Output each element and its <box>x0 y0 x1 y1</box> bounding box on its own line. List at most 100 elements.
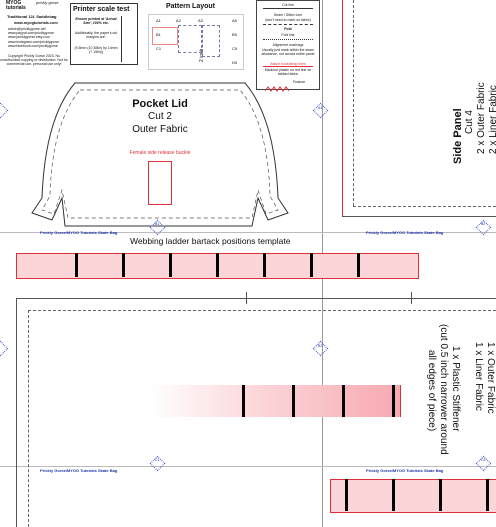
bartack-mark <box>263 253 266 277</box>
scale-test-ensure: Ensure printed at 'Actual Size', 100% et… <box>75 17 117 26</box>
base-panel-stiffener-note: (cut 0.5 inch narrower around <box>438 324 449 455</box>
contact-list: admin@pricklygorse.net www.paypal.com/pr… <box>8 27 68 48</box>
pocket-lid-title: Pocket Lid <box>132 98 188 110</box>
legend-box: Cut line Seam / Stitch Line (don't need … <box>256 0 320 92</box>
legend-alignment-note: Usually just mark within the seam allowa… <box>261 48 315 57</box>
legend-cut-line: Cut line <box>282 3 294 7</box>
seam-tick <box>246 292 247 304</box>
pattern-layout-title: Pattern Layout <box>166 3 216 10</box>
marker-a3: A3 <box>318 106 323 110</box>
side-panel-fabric-2: 2 x Liner Fabric <box>488 85 496 154</box>
stiffener-bartack <box>342 385 345 417</box>
alignment-diamond <box>0 340 9 357</box>
layout-piece-base <box>202 25 220 57</box>
logo-sub: prickly gorse <box>36 0 59 5</box>
legend-attach-note: Mark/cut plastic on red line on tabbed f… <box>264 68 312 77</box>
layout-cell: B5 <box>232 32 237 37</box>
base-panel-stiffener-note-2: all edges of piece) <box>426 350 437 432</box>
scale-test-box: Printer scale test Ensure printed at 'Ac… <box>70 3 205 65</box>
side-panel-title: Side Panel <box>452 108 464 164</box>
pattern-layout: Pattern Layout A1 A2 A3 A5 B1 B5 C1 C5 D… <box>144 3 248 71</box>
layout-cell: A3 <box>198 18 203 23</box>
scale-test-margins: Additionally, the paper's cut margins ar… <box>74 31 118 40</box>
scale-test-title: Printer scale test <box>73 6 130 13</box>
footer-c1: Prickly Gorse/MYOG Tutorials Skate Bag <box>40 468 118 473</box>
marker-c1: C1 <box>155 458 160 462</box>
legend-seam-line: Seam / Stitch Line <box>273 13 303 17</box>
bartack-mark <box>75 253 78 277</box>
logo-main: MYOG tutorials <box>6 0 26 11</box>
layout-piece-lid <box>152 27 178 45</box>
legend-cut-sample <box>263 8 313 9</box>
contact-paypal[interactable]: www.paypal.com/pricklygorse <box>8 31 54 36</box>
pocket-lid-fabric: Outer Fabric <box>132 124 188 135</box>
page-divider-row2 <box>0 466 496 467</box>
legend-seam-sample <box>263 24 313 25</box>
layout-cell: A5 <box>232 18 237 23</box>
stiffener-bartack <box>392 385 395 417</box>
layout-grid <box>148 14 244 70</box>
pocket-lid-outline <box>31 82 289 227</box>
legend-alignment: Alignment markings <box>272 43 304 47</box>
side-panel-cut-bottom <box>342 216 496 217</box>
base-panel-seam-top <box>28 310 496 311</box>
footer-c2: Prickly Gorse/MYOG Tutorials Skate Bag <box>366 468 444 473</box>
marker-b1: B1 <box>155 222 160 226</box>
side-panel-cut: Cut 4 <box>464 110 475 134</box>
base-panel-fabric-1: 1 x Outer Fabric <box>485 342 496 414</box>
bartack-mark <box>216 253 219 277</box>
seam-tick <box>411 292 412 304</box>
base-panel-cut-top <box>16 298 496 299</box>
layout-piece-side <box>178 25 202 53</box>
bartack-mark <box>392 479 395 511</box>
pocket-lid-cut: Cut 2 <box>148 111 172 122</box>
legend-attach-sample <box>263 66 313 67</box>
layout-cell: C1 <box>156 46 162 51</box>
page-divider-row1 <box>0 232 496 233</box>
stiffener-strip <box>150 385 401 417</box>
bartack-mark <box>486 479 489 511</box>
layout-cell: A1 <box>156 18 161 23</box>
website[interactable]: www.myogtutorials.com <box>14 21 58 25</box>
bartack-mark <box>439 479 442 511</box>
layout-cell: A2 <box>176 18 181 23</box>
base-panel-cut-left <box>16 298 17 527</box>
base-panel-fabric-2: 1 x Liner Fabric <box>473 342 484 411</box>
legend-seam-note: (don't need to mark on fabric) <box>265 18 311 22</box>
webbing-strip-bottom <box>330 479 496 513</box>
copyright: Copyright Prickly Gorse 2023. No unautho… <box>0 54 68 67</box>
buckle-cutout <box>148 161 172 205</box>
base-panel-stiffener: 1 x Plastic Stiffener <box>450 346 461 432</box>
bartack-mark <box>357 253 360 277</box>
marker-b2c2: B2 <box>318 344 323 348</box>
bartack-mark <box>169 253 172 277</box>
bartack-mark <box>345 479 348 511</box>
scale-square <box>121 16 136 62</box>
marker-c2: C2 <box>481 458 486 462</box>
legend-attach-hint: Attach hook/strap lines <box>270 62 306 66</box>
legend-fold: Fold <box>284 27 292 31</box>
side-panel-seam-bottom <box>353 206 496 207</box>
footer-b1: Prickly Gorse/MYOG Tutorials Skate Bag <box>40 230 118 235</box>
logo: MYOG tutorials prickly gorse <box>6 1 62 13</box>
layout-cell: B1 <box>156 32 161 37</box>
legend-feature-zigzag <box>264 79 290 92</box>
contact-etsy[interactable]: www.pricklygorse.etsy.com <box>8 35 50 40</box>
bartack-mark <box>122 253 125 277</box>
side-panel-fabric-1: 2 x Outer Fabric <box>476 82 487 154</box>
pocket-lid-cut-line <box>31 82 289 227</box>
contact-email[interactable]: admin@pricklygorse.net <box>8 27 46 31</box>
contact-instagram[interactable]: www.instagram.com/pricklygorse <box>8 39 59 44</box>
contact-facebook[interactable]: www.facebook.com/pricklygorse <box>8 43 58 48</box>
legend-fold-sample <box>263 39 313 40</box>
scale-test-dims: (9,5mm (10 3/8in) by 14mm (7 1/8in)) <box>74 46 118 55</box>
base-panel-seam-left <box>28 310 29 527</box>
layout-cell: D5 <box>232 60 238 65</box>
header-block: MYOG tutorials prickly gorse Traditional… <box>0 0 68 80</box>
stiffener-bartack <box>242 385 245 417</box>
legend-fold-line: Fold line <box>281 33 295 37</box>
legend-feature: Feature <box>293 80 306 84</box>
tagline: Traditional 12L Saddlebag <box>7 14 57 19</box>
buckle-label: Female side release buckle <box>129 150 191 156</box>
layout-cell: C5 <box>232 46 238 51</box>
